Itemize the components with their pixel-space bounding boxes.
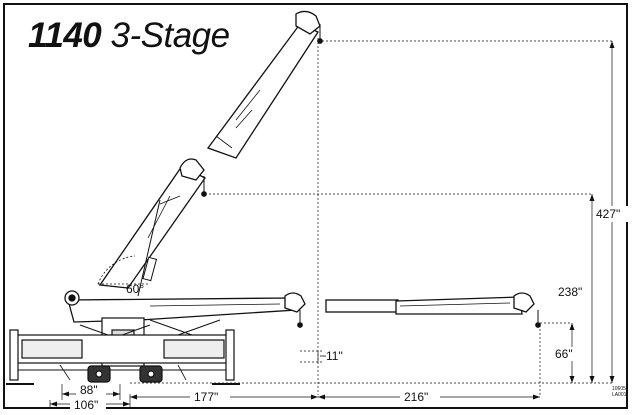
raised-boom-body xyxy=(206,23,319,159)
max-height-label: 427" xyxy=(596,207,620,221)
boom-raised-position xyxy=(206,10,323,159)
extended-boom-head xyxy=(513,292,535,313)
boom-angle-label: 60° xyxy=(126,282,144,296)
extended-hook xyxy=(535,322,541,328)
vertical-reach-label: 177" xyxy=(194,390,218,404)
outrigger-left xyxy=(9,329,19,381)
raised-hook xyxy=(317,38,323,44)
outrigger-right xyxy=(225,329,235,381)
stowed-boom-head xyxy=(284,292,306,313)
dimension-lines xyxy=(49,38,615,408)
stabilizer-inner-label: 88" xyxy=(80,383,98,397)
below-grade-label: 11" xyxy=(326,349,343,363)
title-stage-count: 3-Stage xyxy=(110,16,231,55)
angled-hook xyxy=(201,191,207,197)
extended-boom-main xyxy=(395,296,523,315)
dimension-labels: 427" 238" 66" 60° 11" 88" 106" 177" 216"… xyxy=(70,206,628,412)
boom-stowed-position xyxy=(64,290,306,328)
part-code-line-2: LA001 xyxy=(612,392,627,398)
part-code-line-1: 10605 xyxy=(612,386,626,392)
angled-boom-head xyxy=(179,158,205,181)
boom-horizontal-extended xyxy=(325,292,541,328)
title-model-number: 1140 xyxy=(28,16,102,55)
crane-base-truck xyxy=(6,317,240,385)
raised-boom-head xyxy=(295,10,321,35)
extended-boom-tip-section xyxy=(325,299,399,313)
horizontal-reach-label: 216" xyxy=(404,390,428,404)
horizontal-height-label: 66" xyxy=(555,347,573,361)
boom-60-degree-position xyxy=(97,158,207,297)
stabilizer-outer-label: 106" xyxy=(74,398,98,412)
diagram-title: 1140 3-Stage xyxy=(28,16,230,56)
mid-height-label: 238" xyxy=(558,285,582,299)
stowed-boom-body xyxy=(67,297,298,323)
stowed-hook xyxy=(297,322,303,328)
